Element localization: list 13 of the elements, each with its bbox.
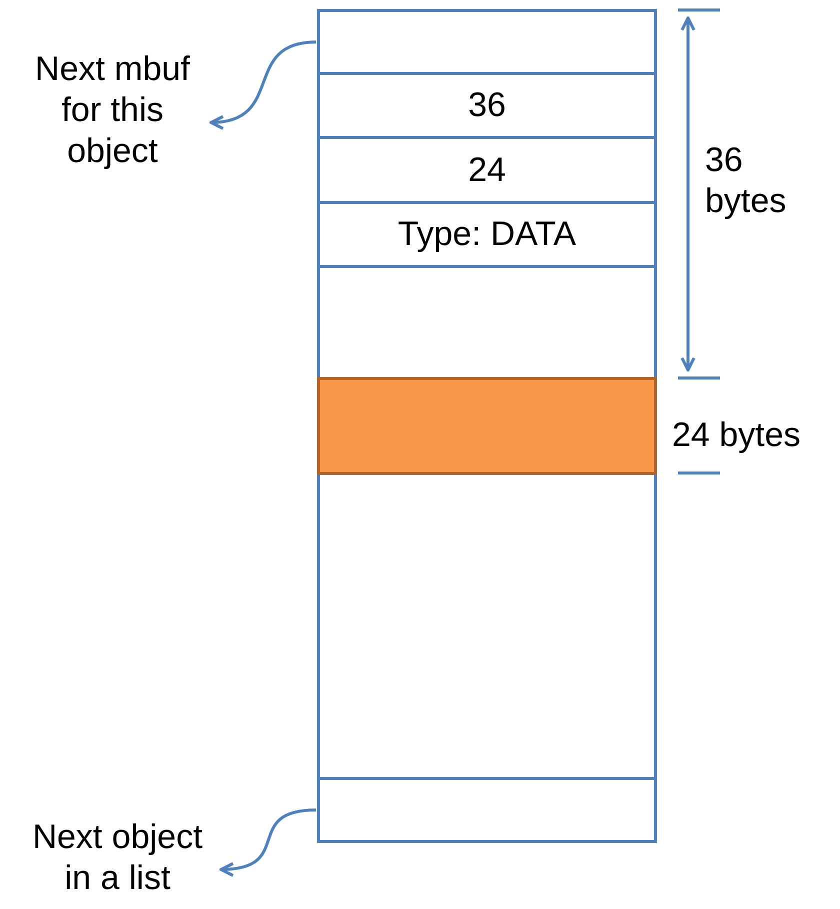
callout-text: Next object in a list [20, 810, 215, 905]
memory-field: 36 [317, 72, 657, 139]
dimension-label: 36 bytes [705, 140, 788, 222]
leader-arrow [210, 40, 316, 129]
memory-cell [317, 777, 657, 843]
leader-arrow [220, 808, 316, 876]
memory-field: 24 [317, 136, 657, 204]
memory-cell [317, 472, 657, 780]
highlighted-memory-region [317, 377, 657, 475]
dimension-label: 24 bytes [672, 415, 802, 456]
memory-field: Type: DATA [317, 201, 657, 268]
memory-cell [317, 9, 657, 75]
callout-text: Next mbuf for this object [20, 28, 205, 193]
